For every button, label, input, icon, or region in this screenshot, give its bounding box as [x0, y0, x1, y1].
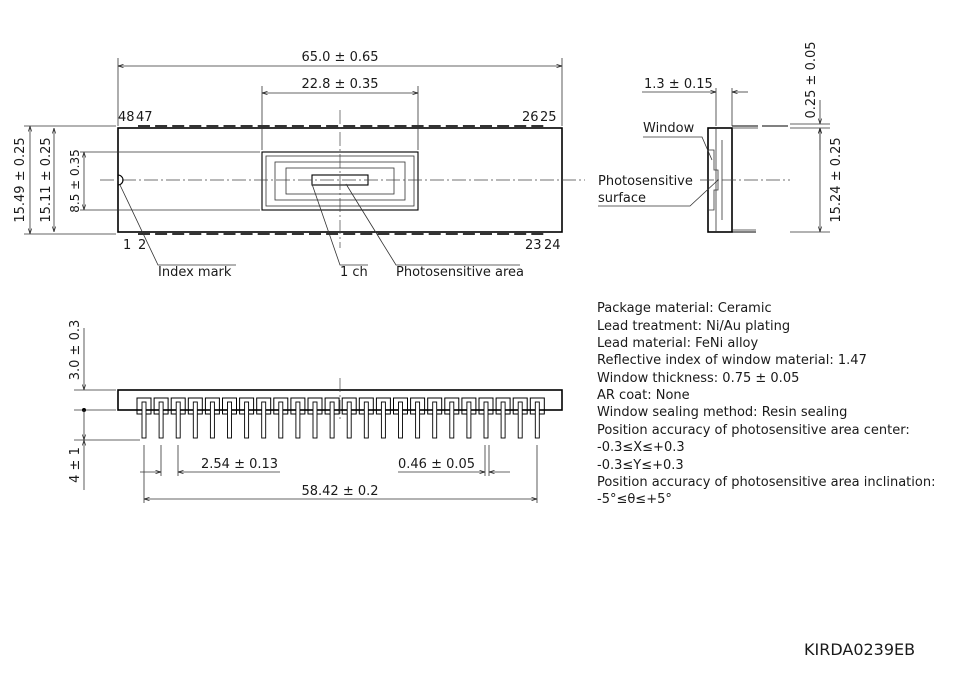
lead-pin: [244, 401, 250, 439]
note-line: AR coat: None: [597, 388, 690, 403]
lead-pin: [295, 401, 301, 439]
photosensitive-area-leader: [345, 183, 520, 266]
top-view: 48 47 26 25 1 2 23 24 65.0 ± 0.65 22.8 ±…: [13, 50, 585, 280]
lead-pin: [534, 401, 540, 439]
lead-pin: [517, 401, 523, 439]
lead-pin: [398, 401, 403, 439]
lead-pin: [449, 401, 455, 439]
note-line: Position accuracy of photosensitive area…: [597, 423, 910, 438]
lead-pin: [483, 401, 489, 439]
lead-pin: [346, 401, 352, 439]
note-line: -0.3≤X≤+0.3: [597, 440, 685, 455]
note-line: Lead treatment: Ni/Au plating: [597, 319, 790, 334]
drawing-code: KIRDA0239EB: [804, 640, 915, 659]
note-line: -0.3≤Y≤+0.3: [597, 458, 684, 473]
pin-25-label: 25: [540, 110, 557, 125]
note-line: Window thickness: 0.75 ± 0.05: [597, 371, 799, 386]
front-view: 3.0 ± 0.3 4 ± 1 2.54 ± 0.13 0.46 ± 0.05 …: [68, 320, 563, 503]
lead-pin: [209, 401, 215, 439]
note-line: Lead material: FeNi alloy: [597, 336, 759, 351]
index-mark-label: Index mark: [158, 265, 232, 280]
lead-pin: [261, 401, 267, 439]
pin-47-label: 47: [136, 110, 153, 125]
pin-23-label: 23: [525, 238, 542, 253]
package-width-label: 15.49 ± 0.25: [13, 137, 28, 222]
lead-pin: [192, 401, 198, 439]
lead-length-label: 4 ± 1: [68, 447, 83, 483]
pin-2-label: 2: [138, 238, 146, 253]
window-offset-label: 0.25 ± 0.05: [804, 41, 819, 118]
note-line: -5°≤θ≤+5°: [597, 492, 672, 507]
lead-pin: [158, 401, 164, 439]
lead-pin: [329, 401, 335, 439]
photosensitive-surface-leader: [598, 179, 719, 207]
lead-pin: [380, 401, 386, 439]
lead-pin: [500, 401, 506, 439]
window-width-label: 8.5 ± 0.35: [68, 149, 82, 213]
lead-pin: [363, 401, 369, 439]
front-view-leads: [136, 397, 545, 439]
note-line: Package material: Ceramic: [597, 301, 772, 316]
index-mark: [117, 174, 124, 186]
photosensitive-area-label: Photosensitive area: [396, 265, 524, 280]
row-spacing-label: 15.24 ± 0.25: [829, 137, 844, 222]
index-mark-leader: [119, 184, 236, 266]
lead-pin: [278, 401, 284, 439]
pin-48-label: 48: [118, 110, 135, 125]
glass-to-lead-label: 1.3 ± 0.15: [644, 77, 713, 92]
note-line: Reflective index of window material: 1.4…: [597, 353, 867, 368]
lead-pin: [141, 401, 147, 439]
pin-pitch-label: 2.54 ± 0.13: [201, 457, 278, 472]
window-leader: [643, 136, 713, 161]
lead-diameter-label: 0.46 ± 0.05: [398, 457, 475, 472]
photosensitive-surface-label-1: Photosensitive: [598, 174, 693, 189]
lead-pin: [415, 401, 421, 439]
one-ch-leader: [311, 183, 368, 266]
window-length-label: 22.8 ± 0.35: [301, 77, 378, 92]
note-line: Position accuracy of photosensitive area…: [597, 475, 935, 490]
pin-1-label: 1: [123, 238, 131, 253]
lead-pin: [432, 401, 438, 439]
package-height-label: 3.0 ± 0.3: [68, 320, 83, 381]
specification-notes: Package material: Ceramic Lead treatment…: [597, 301, 935, 507]
pin-span-label: 58.42 ± 0.2: [301, 484, 378, 499]
photosensitive-surface-label-2: surface: [598, 191, 646, 206]
pin-24-label: 24: [544, 238, 561, 253]
lead-pin: [466, 401, 472, 439]
lead-pin: [227, 401, 232, 439]
lead-pin: [312, 401, 318, 439]
end-view: 1.3 ± 0.15 0.25 ± 0.05 15.24 ± 0.25 Wind…: [598, 41, 844, 233]
note-line: Window sealing method: Resin sealing: [597, 405, 847, 420]
pin-26-label: 26: [522, 110, 539, 125]
lead-pin: [175, 401, 181, 439]
one-ch-label: 1 ch: [340, 265, 368, 280]
window-label: Window: [643, 121, 695, 136]
overall-length-label: 65.0 ± 0.65: [301, 50, 378, 65]
body-width-label: 15.11 ± 0.25: [39, 137, 54, 222]
